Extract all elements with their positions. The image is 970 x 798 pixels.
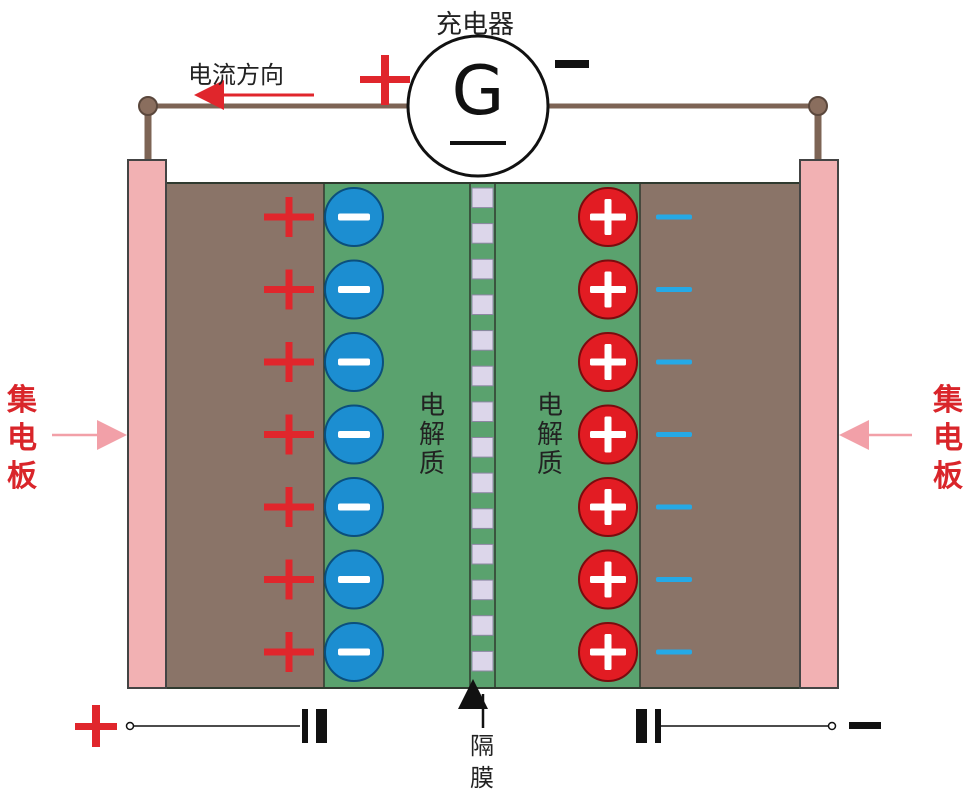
external-circuit-wire <box>138 96 828 160</box>
right-electrode-negative-charge-icon <box>656 287 692 292</box>
charger-symbol: G <box>451 52 505 131</box>
separator-block <box>471 330 494 351</box>
right-collector-plate <box>799 159 839 689</box>
separator-label: 隔 膜 <box>462 730 502 794</box>
current-direction-label: 电流方向 <box>188 61 284 89</box>
separator-block <box>471 437 494 458</box>
anion-icon <box>324 549 384 610</box>
separator-block <box>471 223 494 244</box>
anion-icon <box>324 404 384 465</box>
separator-blocks <box>471 187 494 672</box>
right-electrolyte-label-char: 质 <box>536 449 563 479</box>
separator-block <box>471 258 494 280</box>
left-terminal-line <box>125 709 327 743</box>
anion-icon <box>324 622 384 682</box>
left-collector-label-char: 电 <box>7 421 37 456</box>
cation-icon <box>578 477 638 537</box>
charger-icon <box>406 34 550 178</box>
right-electrode-negative-charge-icon <box>656 214 692 220</box>
charger-positive-sign-icon <box>360 55 410 105</box>
left-electrode-positive-charge-icon <box>264 269 314 310</box>
separator-block <box>471 472 494 494</box>
separator-block <box>471 294 494 315</box>
charger-negative-sign-icon <box>555 60 589 68</box>
right-electrolyte-label: 电 解 质 <box>530 392 570 479</box>
separator-block <box>471 579 494 601</box>
left-electrolyte-label: 电 解 质 <box>412 392 452 479</box>
right-collector-label: 集 电 板 <box>928 382 968 496</box>
right-terminal-line <box>636 709 837 743</box>
cation-icon <box>578 187 638 247</box>
cation-icon <box>578 549 638 610</box>
right-terminal-negative-icon <box>849 722 881 729</box>
separator-label-char: 隔 <box>470 732 494 760</box>
separator-block <box>471 401 494 422</box>
right-electrolyte-label-char: 电 <box>536 391 563 421</box>
left-electrode-positive-charge-icon <box>264 559 314 600</box>
left-electrolyte-label-char: 质 <box>418 449 445 479</box>
left-electrode-positive-charge-icon <box>264 414 314 455</box>
charger-title: 充电器 <box>435 10 514 40</box>
cation-icon <box>578 622 638 682</box>
separator-block <box>471 650 494 672</box>
left-electrode-positive-charge-icon <box>264 197 314 237</box>
left-collector-label-char: 集 <box>7 383 37 418</box>
left-electrolyte-label-char: 解 <box>418 420 445 450</box>
right-collector-label-char: 电 <box>933 421 963 456</box>
right-electrode-negative-charge-icon <box>656 432 692 437</box>
cation-icon <box>578 332 638 392</box>
anion-icon <box>324 187 384 247</box>
right-collector-label-char: 板 <box>933 459 963 494</box>
separator-block <box>471 543 494 565</box>
separator-block <box>471 187 494 209</box>
separator-label-char: 膜 <box>470 764 494 792</box>
right-electrode-negative-charge-icon <box>656 577 692 582</box>
left-collector-label-char: 板 <box>7 459 37 494</box>
separator-block <box>471 508 494 529</box>
cation-icon <box>578 259 638 320</box>
anion-icon <box>324 477 384 537</box>
charge-rows <box>264 187 692 682</box>
left-terminal-positive-icon <box>75 705 117 747</box>
separator-block <box>471 615 494 636</box>
separator-membrane <box>470 183 495 688</box>
left-electrode-positive-charge-icon <box>264 487 314 527</box>
right-electrolyte-label-char: 解 <box>536 420 563 450</box>
left-electrode-positive-charge-icon <box>264 632 314 672</box>
left-electrolyte-label-char: 电 <box>418 391 445 421</box>
anion-icon <box>324 259 384 320</box>
right-electrode-negative-charge-icon <box>656 359 692 365</box>
right-electrode-negative-charge-icon <box>656 649 692 655</box>
right-collector-label-char: 集 <box>933 383 963 418</box>
left-collector-plate <box>127 159 167 689</box>
left-electrode-positive-charge-icon <box>264 342 314 382</box>
left-collector-label: 集 电 板 <box>2 382 42 496</box>
separator-block <box>471 365 494 387</box>
right-electrode-negative-charge-icon <box>656 504 692 510</box>
cation-icon <box>578 404 638 465</box>
anion-icon <box>324 332 384 392</box>
